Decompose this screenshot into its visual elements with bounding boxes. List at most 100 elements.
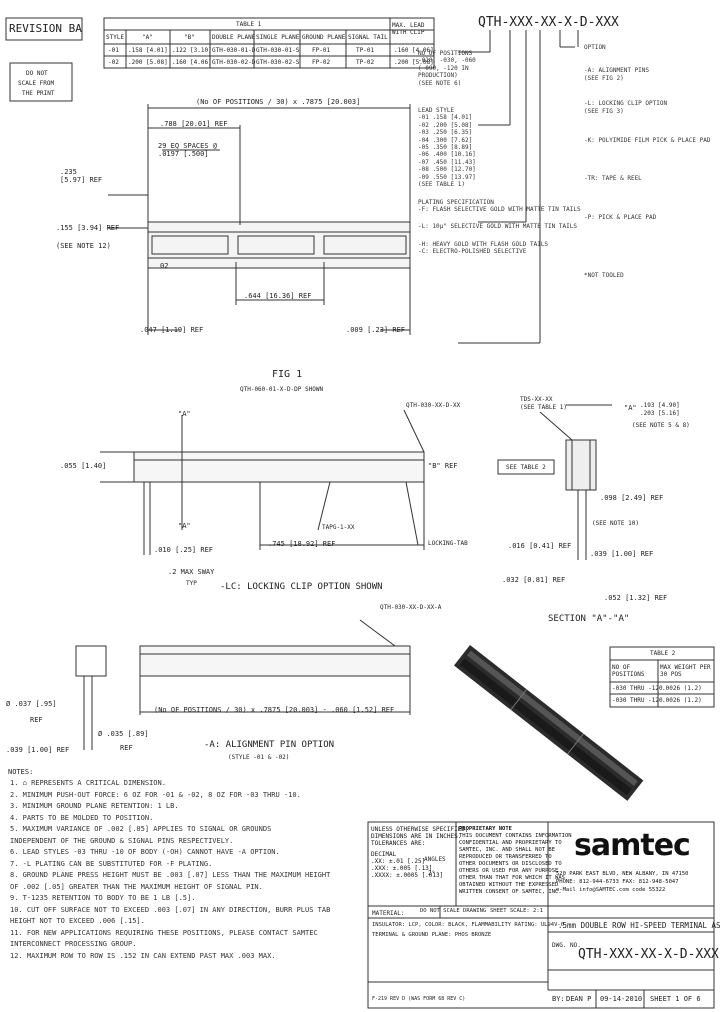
table1-cell: GTH-030-02-S — [256, 59, 300, 66]
callout-line: NO OF POSITIONS — [418, 50, 473, 57]
fig3-d1: (No OF POSITIONS / 30) x .7875 [20.003] … — [154, 706, 395, 714]
callout-line: PLATING SPECIFICATION — [418, 198, 494, 206]
do-not-scale-line-2: SCALE FROM — [18, 80, 55, 87]
section-a-bottom: "A" — [178, 522, 191, 530]
tolerance-decimal: DECIMAL — [371, 851, 397, 858]
tolerance-v4: 2° — [428, 870, 436, 877]
section-a-val2: .203 [5.16] — [640, 410, 680, 417]
callout-line: -TR: TAPE & REEL — [584, 175, 642, 182]
fig3-ref: REF — [30, 716, 43, 724]
callout-line: (-090, -120 IN — [418, 64, 469, 72]
sheet-number: SHEET 1 OF 6 — [650, 995, 701, 1003]
section-d5: .052 [1.32] REF — [604, 594, 668, 602]
proprietary-title: PROPRIETARY NOTE — [459, 826, 512, 832]
fig1-subtitle: QTH-060-01-X-D-DP SHOWN — [240, 386, 324, 393]
note-line: 6. LEAD STYLES -03 THRU -10 OF BODY (-OH… — [10, 848, 280, 856]
note-line: 8. GROUND PLANE PRESS HEIGHT MUST BE .00… — [10, 871, 331, 879]
dim-d1: .235 [5.97] REF — [60, 168, 103, 184]
table1-header: SINGLE PLANE — [256, 34, 300, 41]
callout-line: -C: ELECTRO-POLISHED SELECTIVE — [418, 248, 527, 256]
fig2-d3: .010 [.25] REF — [154, 546, 214, 554]
fig3-callout: QTH-030-XX-D-XX-A — [380, 604, 442, 611]
table1-header: "A" — [142, 34, 153, 41]
section-note10: (SEE NOTE 10) — [592, 520, 639, 527]
part-number-header: QTH-XXX-XX-X-D-XXX — [478, 15, 619, 30]
dwg-no-label: DWG. NO. — [552, 942, 581, 949]
callout-line: -P: PICK & PLACE PAD — [584, 213, 657, 221]
fig3-d2: Ø .037 [.95] — [6, 700, 57, 708]
table1-header: "B" — [184, 34, 195, 41]
do-not-scale-line-3: THE PRINT — [22, 90, 55, 97]
section-a-top: "A" — [178, 410, 191, 418]
table1-header: STYLE — [106, 34, 125, 41]
notes-title: NOTES: — [8, 768, 34, 776]
callout-line: -020, -030, -060 — [418, 57, 476, 65]
by-value: DEAN P — [566, 995, 592, 1003]
notes-list: 1. ⌂ REPRESENTS A CRITICAL DIMENSION. 2.… — [10, 778, 330, 962]
sheet-scale: SHEET SCALE: 2:1 — [490, 908, 543, 914]
section-a-label: "A" — [624, 404, 637, 412]
table1-title: TABLE 1 — [236, 21, 262, 28]
callout-line: LEAD STYLE — [418, 107, 455, 115]
callout-line: (SEE TABLE 1) — [418, 181, 465, 189]
dwg-no: QTH-XXX-XX-X-D-XXX — [578, 947, 719, 962]
table1-cell: FP-01 — [312, 47, 331, 54]
table1-cell: .122 [3.10] — [172, 47, 212, 54]
fig3-subtitle: (STYLE -01 & -02) — [228, 754, 290, 761]
table1-header: SIGNAL TAIL — [348, 34, 388, 41]
table1-cell: .160 [4.06] — [172, 59, 212, 66]
table1-header: GROUND PLANE — [302, 34, 346, 41]
callout-line: -01 .158 [4.01] — [418, 114, 473, 122]
note-line: INTERCONNECT PROCESSING GROUP. — [10, 940, 137, 948]
table1-header: DOUBLE PLANE — [212, 34, 256, 41]
fig2-tag2: LOCKING-TAB — [428, 540, 468, 547]
note-line: 12. MAXIMUM ROW TO ROW IS .152 IN CAN EX… — [10, 951, 276, 960]
dim-ref1: .788 [20.01] REF — [160, 120, 228, 128]
callouts-right: OPTION -A: ALIGNMENT PINS (SEE FIG 2) -L… — [584, 44, 710, 281]
callout-line: -L: 10µ" SELECTIVE GOLD WITH MATTE TIN T… — [418, 223, 577, 231]
callout-line: -K: POLYIMIDE FILM PICK & PLACE PAD — [584, 136, 711, 144]
note-line: 2. MINIMUM PUSH-OUT FORCE: 6 OZ FOR -01 … — [10, 790, 301, 799]
section-callout: TDS-XX-XX — [520, 396, 553, 403]
table1-cell: .158 [4.01] — [128, 47, 168, 54]
material-label: MATERIAL: — [372, 910, 405, 917]
table1-cell: FP-02 — [312, 59, 331, 66]
note-line: OF .002 [.05] GREATER THAN THE MAXIMUM H… — [10, 882, 263, 891]
dim-d2: .155 [3.94] REF — [56, 224, 120, 232]
connector-3d-render — [453, 645, 644, 801]
fig3-d3: Ø .035 [.89] — [98, 730, 149, 738]
dim-positions: (No OF POSITIONS / 30) x .7875 [20.003] — [196, 98, 361, 106]
fig2-d4: .745 [18.92] REF — [268, 540, 336, 548]
company-address: 520 PARK EAST BLVD, NEW ALBANY, IN 47150… — [556, 871, 689, 893]
callout-line: -07 .450 [11.43] — [418, 158, 476, 166]
fig2-d1: .055 [1.40] — [60, 462, 107, 470]
callout-line: -06 .400 [10.16] — [418, 151, 476, 159]
section-see-table2: SEE TABLE 2 — [506, 464, 546, 471]
material-line-1: INSULATOR: LCP, COLOR: BLACK, FLAMMABILI… — [372, 922, 565, 928]
table2-title: TABLE 2 — [650, 650, 676, 657]
do-not-scale-line-1: DO NOT — [26, 70, 48, 77]
table1-cell: GTH-030-01-D — [212, 47, 256, 54]
drawing-date: 09-14-2010 — [600, 995, 643, 1003]
table2-cell: .0026 (1.2) — [662, 697, 702, 704]
table1-cell: -02 — [108, 59, 119, 66]
callout-line: -05 .350 [8.89] — [418, 144, 473, 152]
section-d4: .032 [0.81] REF — [502, 576, 566, 584]
callout-line: -F: FLASH SELECTIVE GOLD WITH MATTE TIN … — [418, 205, 581, 213]
table1-cell: .200 [5.08] — [128, 59, 168, 66]
table2-header: MAX WEIGHT PER 30 POS — [660, 664, 711, 678]
callout-line: -L: LOCKING CLIP OPTION — [584, 99, 668, 107]
section-note58: (SEE NOTE 5 & 8) — [632, 422, 690, 429]
dnsd: DO NOT SCALE DRAWING — [420, 908, 487, 914]
callouts-left: NO OF POSITIONS -020, -030, -060 (-090, … — [418, 50, 581, 256]
pin-label: 02 — [160, 262, 169, 270]
callout-line: -02 .200 [5.08] — [418, 121, 473, 129]
fig2-callout: QTH-030-XX-D-XX — [406, 402, 461, 409]
fig3-ref2: REF — [120, 744, 133, 752]
note-line: 7. -L PLATING CAN BE SUBSTITUTED FOR -F … — [10, 859, 213, 868]
section-a-val: .193 [4.90] — [640, 402, 680, 409]
by-label: BY: — [552, 995, 565, 1003]
table2-cell: -030 THRU -120 — [612, 685, 663, 692]
section-d1: .098 [2.49] REF — [600, 494, 664, 502]
revision-label: REVISION BA — [9, 22, 82, 35]
